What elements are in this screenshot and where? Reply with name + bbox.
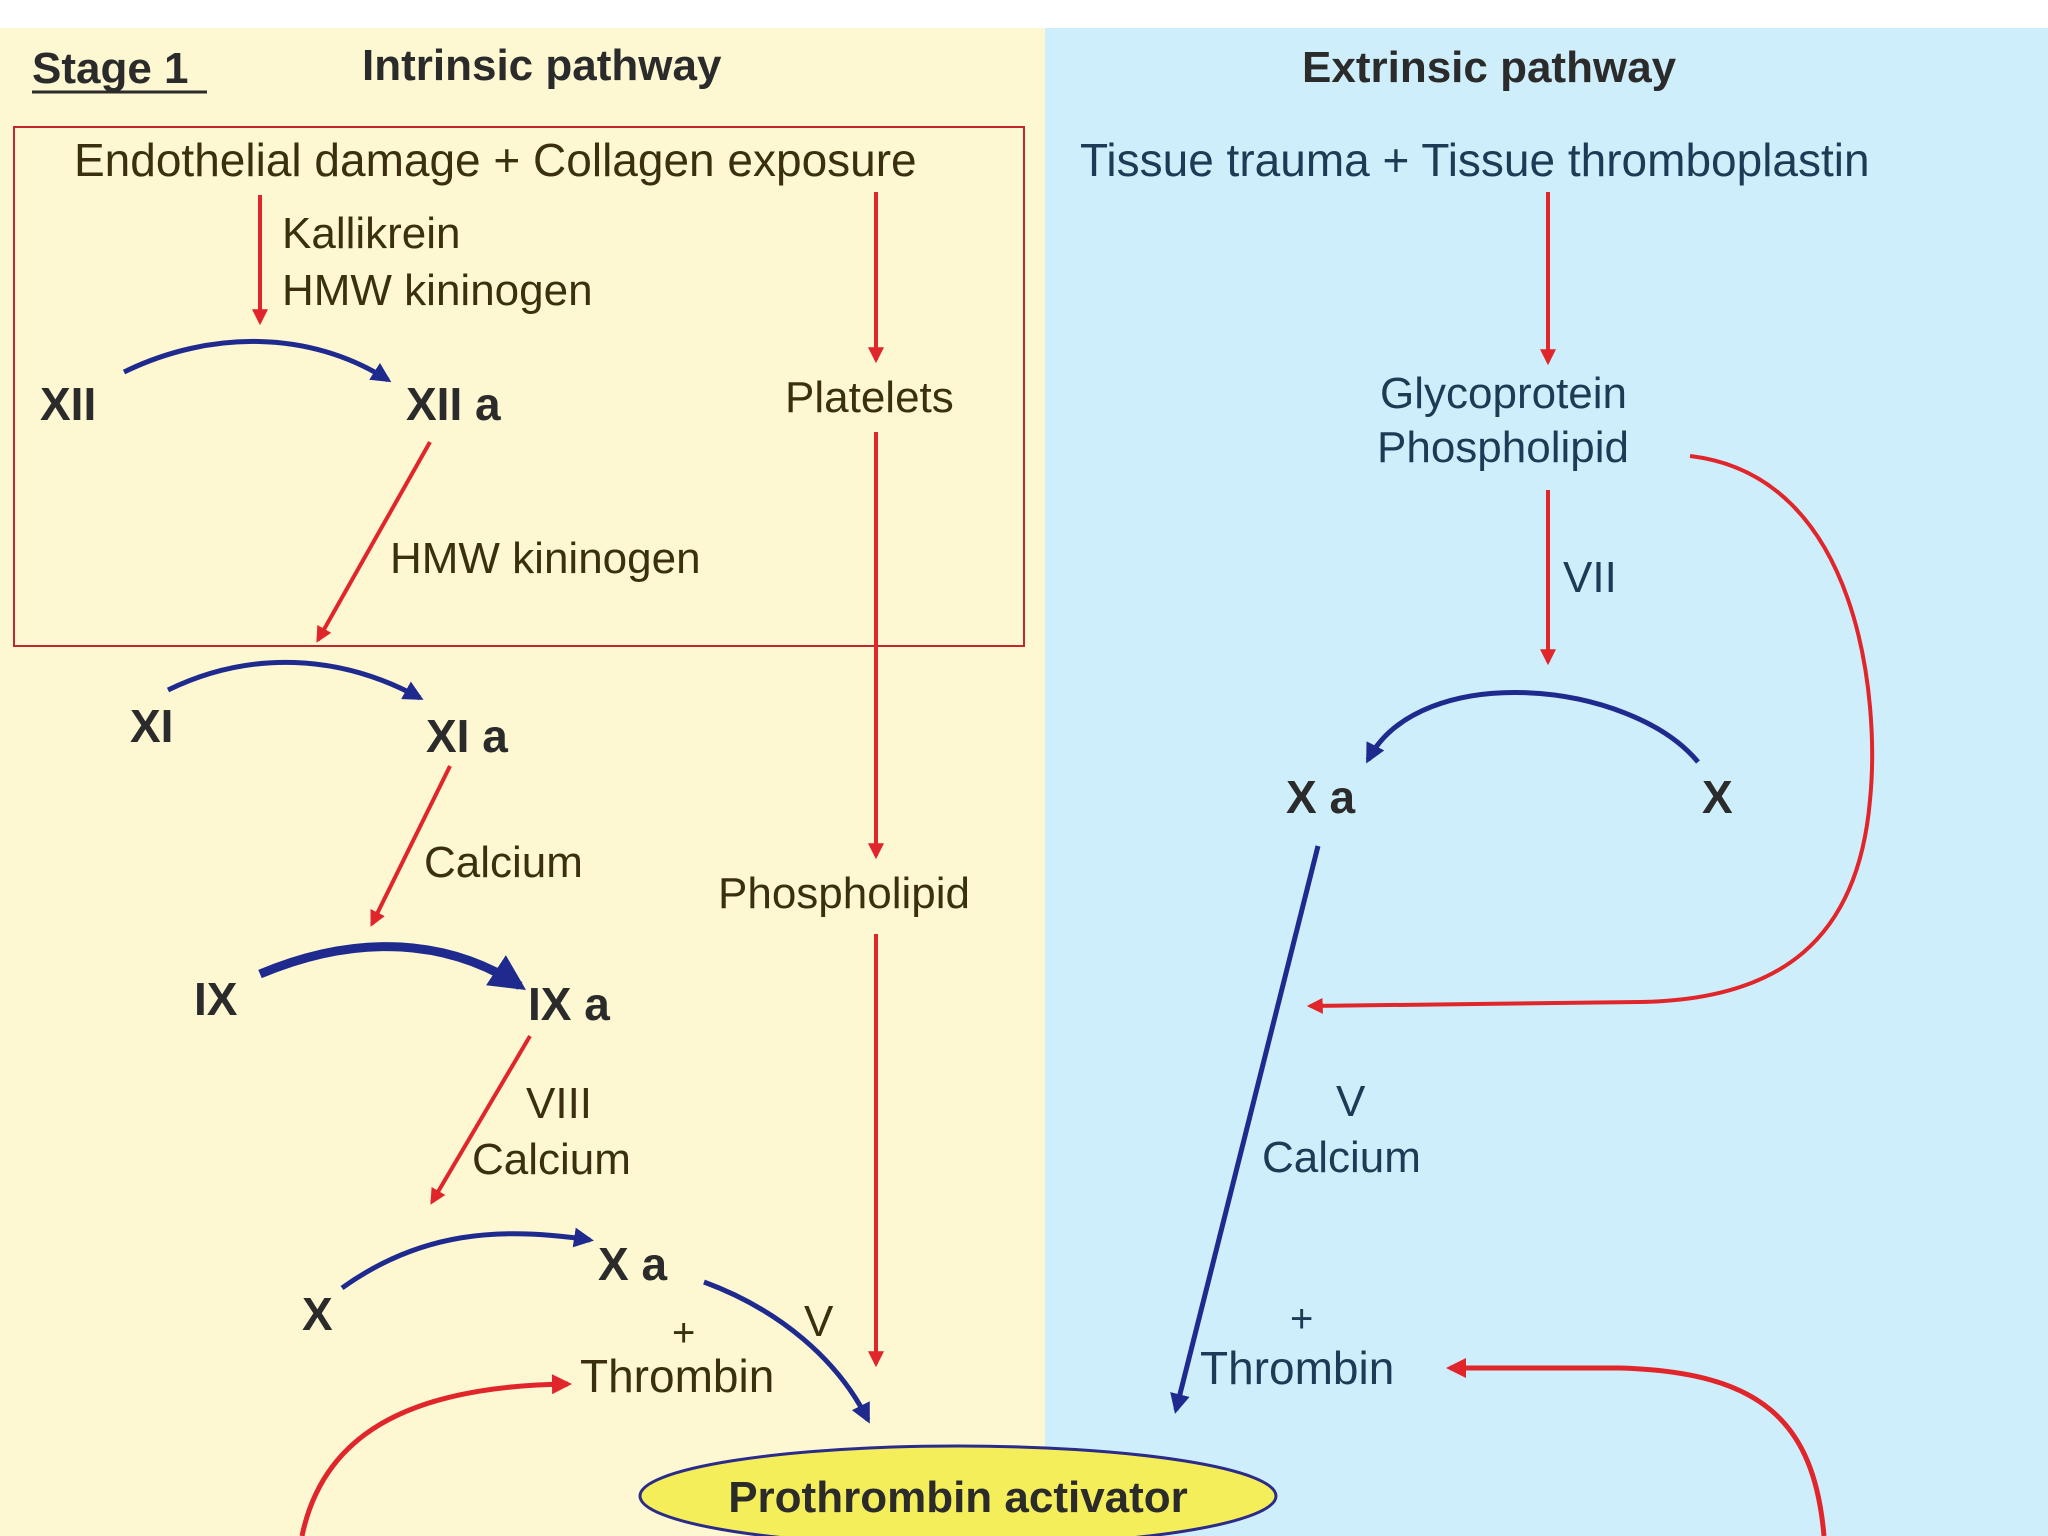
extrinsic-title: Extrinsic pathway [1302, 43, 1677, 92]
glycoprotein-label: Glycoprotein [1380, 369, 1627, 418]
thrombin-label-right: Thrombin [1200, 1342, 1394, 1394]
prothrombin-activator-label: Prothrombin activator [728, 1473, 1188, 1522]
arrow-xia-to-ix [370, 765, 452, 927]
calcium-label-right: Calcium [1262, 1133, 1421, 1182]
hmw-kininogen-label-2: HMW kininogen [390, 534, 701, 583]
phospholipid-label-right: Phospholipid [1377, 423, 1629, 472]
intrinsic-title: Intrinsic pathway [362, 41, 722, 90]
calcium-label-2: Calcium [472, 1135, 631, 1184]
factor-x-left: X [302, 1288, 333, 1340]
arrow-xa-to-activator-left [703, 1279, 871, 1424]
factor-xii: XII [40, 378, 96, 430]
factor-v-label-right: V [1336, 1077, 1366, 1126]
arrow-x-to-xa-right [1365, 690, 1700, 764]
arrow-xii-to-xiia [122, 338, 392, 383]
factor-v-label-left: V [804, 1297, 834, 1346]
factor-ix: IX [194, 973, 238, 1025]
factor-xa-right: X a [1286, 771, 1355, 823]
factor-xiia: XII a [406, 378, 501, 430]
factor-xi: XI [130, 700, 173, 752]
arrow-xa-to-activator-right [1170, 845, 1321, 1414]
platelets-label: Platelets [785, 373, 954, 422]
arrow-ix-to-ixa [258, 942, 527, 990]
factor-x-right: X [1702, 771, 1733, 823]
arrow-feedback-to-thrombin-left [299, 1374, 572, 1536]
arrow-phospholipid-loop [1306, 454, 1875, 1014]
factor-xa-left: X a [598, 1238, 667, 1290]
extrinsic-trigger: Tissue trauma + Tissue thromboplastin [1080, 134, 1870, 186]
phospholipid-label-left: Phospholipid [718, 869, 970, 918]
stage-one-highlight-box [13, 126, 1025, 647]
calcium-label-1: Calcium [424, 838, 583, 887]
factor-viii-label: VIII [526, 1079, 592, 1128]
arrow-xi-to-xia [166, 659, 424, 701]
factor-vii-label: VII [1563, 553, 1617, 602]
arrow-ixa-to-x [430, 1034, 532, 1205]
plus-sign-right: + [1290, 1297, 1313, 1341]
stage-label: Stage 1 [32, 44, 189, 93]
prothrombin-activator-ellipse [638, 1444, 1278, 1536]
intrinsic-panel [0, 28, 1045, 1536]
hmw-kininogen-label-1: HMW kininogen [282, 266, 593, 315]
factor-xia: XI a [426, 710, 508, 762]
arrow-feedback-to-thrombin-right [1446, 1358, 1827, 1536]
arrow-x-to-xa [340, 1227, 594, 1291]
kallikrein-label: Kallikrein [282, 209, 461, 258]
arrow-xiia-to-xi [316, 441, 432, 643]
intrinsic-trigger: Endothelial damage + Collagen exposure [74, 134, 917, 186]
thrombin-label-left: Thrombin [580, 1350, 774, 1402]
plus-sign-left: + [672, 1311, 695, 1355]
factor-ixa: IX a [528, 978, 610, 1030]
